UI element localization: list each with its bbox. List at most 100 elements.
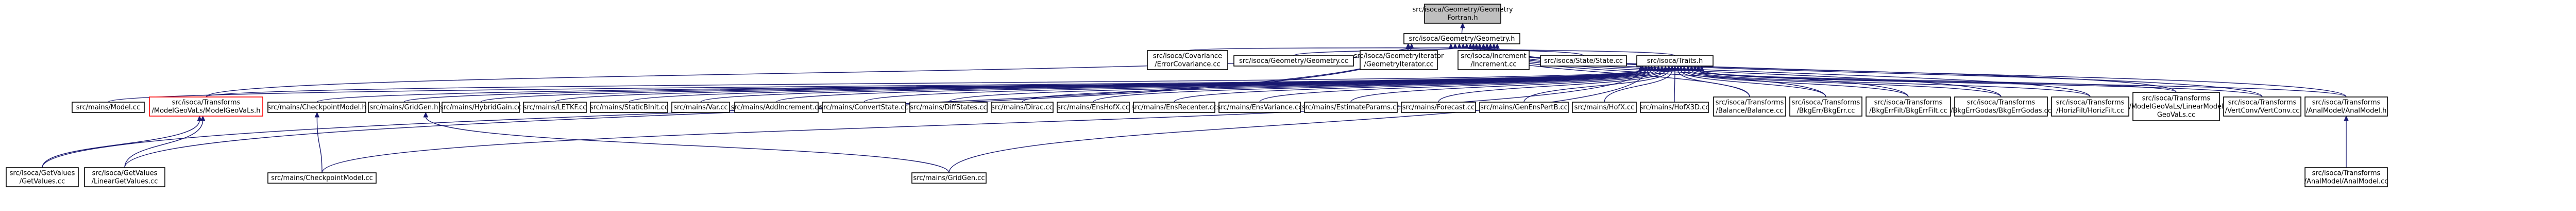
- node-label: src/isoca/Transforms: [1967, 99, 2036, 107]
- node-increment[interactable]: src/isoca/Increment/Increment.cc: [1458, 50, 1530, 70]
- edge-gridgen_h-to-traits: [403, 65, 1643, 103]
- edge-hofx3d-to-traits: [1672, 65, 1677, 103]
- node-diffstates[interactable]: src/mains/DiffStates.cc: [909, 102, 988, 113]
- node-label: src/isoca/GeometryIterator: [1354, 53, 1444, 60]
- node-label: src/mains/CheckpointModel.cc: [271, 174, 373, 182]
- node-vertconv[interactable]: src/isoca/Transforms/VertConv/VertConv.c…: [2223, 96, 2301, 117]
- node-label: Fortran.h: [1447, 14, 1478, 22]
- node-label: /LinearGetValues.cc: [92, 178, 158, 186]
- node-staticbinit[interactable]: src/mains/StaticBInit.cc: [590, 102, 668, 113]
- edge-checkpoint_cc-to-checkpoint_h: [314, 111, 323, 173]
- node-label: src/mains/Var.cc: [673, 104, 727, 111]
- node-label: GeoVaLs.cc: [2157, 111, 2195, 119]
- node-anal-model-cc[interactable]: src/isoca/Transforms/AnalModel/AnalModel…: [2304, 167, 2388, 187]
- node-geometry-cc[interactable]: src/isoca/Geometry/Geometry.cc: [1233, 55, 1354, 67]
- node-label: src/isoca/Transforms: [1874, 99, 1943, 107]
- node-lineargeovals[interactable]: src/isoca/Transforms/ModelGeoVaLs/Linear…: [2129, 92, 2224, 121]
- edge-bkgerr-to-traits: [1678, 65, 1826, 98]
- edge-linear_getvalues-to-transforms_model: [124, 115, 206, 168]
- node-estimateparams[interactable]: src/mains/EstimateParams.cc: [1302, 102, 1400, 113]
- node-ensvariance[interactable]: src/mains/EnsVariance.cc: [1217, 102, 1302, 113]
- edge-getvalues-to-transforms_model: [42, 115, 202, 168]
- node-label: src/isoca/Transforms: [172, 99, 241, 107]
- node-hybridgain[interactable]: src/mains/HybridGain.cc: [440, 102, 521, 113]
- node-dirac[interactable]: src/mains/Dirac.cc: [991, 102, 1054, 113]
- node-label: src/isoca/Transforms: [1792, 99, 1860, 107]
- node-label: src/mains/GridGen.h: [370, 104, 438, 111]
- node-label: src/mains/EnsVariance.cc: [1217, 104, 1302, 111]
- node-anal-model-h[interactable]: src/isoca/Transforms/AnalModel/AnalModel…: [2304, 96, 2388, 117]
- node-traits[interactable]: src/isoca/Traits.h: [1636, 55, 1714, 67]
- node-geometry[interactable]: src/isoca/Geometry/Geometry.h: [1403, 33, 1520, 44]
- node-model-cc[interactable]: src/mains/Model.cc: [72, 102, 145, 113]
- edge-bkgerrgodas-to-traits: [1685, 65, 2002, 98]
- node-var[interactable]: src/mains/Var.cc: [671, 102, 730, 113]
- node-label: src/mains/LETKF.cc: [523, 104, 587, 111]
- node-label: /Balance/Balance.cc: [1716, 107, 1784, 115]
- node-label: src/isoca/Transforms: [2056, 99, 2125, 107]
- node-enshofx[interactable]: src/mains/EnsHofX.cc: [1057, 102, 1130, 113]
- edge-traits-to-geometry: [1468, 43, 1675, 56]
- edge-vertconv-to-traits: [1696, 65, 2263, 98]
- edge-anal_model_h-to-traits: [1699, 65, 2347, 98]
- node-label: src/isoca/Increment: [1461, 53, 1526, 60]
- node-covariance[interactable]: src/isoca/Covariance/ErrorCovariance.cc: [1147, 50, 1228, 70]
- node-label: src/isoca/Transforms: [1716, 99, 1784, 107]
- node-label: src/mains/HybridGain.cc: [440, 104, 521, 111]
- node-label: src/mains/GenEnsPertB.cc: [1480, 104, 1568, 111]
- node-checkpoint-h[interactable]: src/mains/CheckpointModel.h: [267, 102, 366, 113]
- edge-checkpoint_cc-to-traits: [321, 65, 1643, 173]
- node-hofx[interactable]: src/mains/HofX.cc: [1572, 102, 1637, 113]
- node-label: src/mains/CheckpointModel.h: [267, 104, 366, 111]
- node-label: /BkgErrGodas/BkgErrGodas.cc: [1951, 107, 2052, 115]
- edge-estimateparams-to-traits: [1350, 65, 1665, 103]
- node-convertstate[interactable]: src/mains/ConvertState.cc: [820, 102, 908, 113]
- node-ensrecenter[interactable]: src/mains/EnsRecenter.cc: [1131, 102, 1217, 113]
- node-bkgerrfilt[interactable]: src/isoca/Transforms/BkgErrFilt/BkgErrFi…: [1866, 96, 1951, 117]
- node-checkpoint-cc[interactable]: src/mains/CheckpointModel.cc: [267, 172, 377, 184]
- node-label: src/mains/DiffStates.cc: [910, 104, 987, 111]
- node-label: /ModelGeoVaLs/ModelGeoVaLs.h: [152, 107, 261, 115]
- node-label: src/mains/Dirac.cc: [991, 104, 1053, 111]
- node-label: src/isoca/Covariance: [1153, 53, 1222, 60]
- node-geo-iter[interactable]: src/isoca/GeometryIterator/GeometryItera…: [1354, 50, 1444, 70]
- edge-ensrecenter-to-traits: [1174, 65, 1657, 103]
- node-genenspertb[interactable]: src/mains/GenEnsPertB.cc: [1479, 102, 1569, 113]
- node-label: /AnalModel/AnalModel.cc: [2304, 178, 2388, 186]
- node-horizfilt[interactable]: src/isoca/Transforms/HorizFilt/HorizFilt…: [2051, 96, 2129, 117]
- node-forecast[interactable]: src/mains/Forecast.cc: [1401, 102, 1476, 113]
- edge-forecast-to-traits: [1438, 65, 1668, 103]
- node-hofx3d[interactable]: src/mains/HofX3D.cc: [1640, 102, 1709, 113]
- node-label: src/mains/HofX3D.cc: [1640, 104, 1709, 111]
- node-gridgen-cc[interactable]: src/mains/GridGen.cc: [911, 172, 987, 184]
- node-label: /ModelGeoVaLs/LinearModel: [2129, 103, 2223, 111]
- edge-horizfilt-to-traits: [1689, 65, 2091, 98]
- edge-anal_model_cc-to-anal_model_h: [2344, 115, 2349, 168]
- edge-geo_iter-to-geometry: [1398, 43, 1462, 51]
- node-label: src/mains/HofX.cc: [1574, 104, 1635, 111]
- node-label: src/mains/GridGen.cc: [913, 174, 985, 182]
- node-label: /HorizFilt/HorizFilt.cc: [2056, 107, 2124, 115]
- node-label: /GetValues.cc: [20, 178, 65, 186]
- node-gridgen-h[interactable]: src/mains/GridGen.h: [368, 102, 440, 113]
- node-label: src/isoca/GetValues: [92, 170, 158, 177]
- node-label: /VertConv/VertConv.cc: [2225, 107, 2300, 115]
- node-bkgerr[interactable]: src/isoca/Transforms/BkgErr/BkgErr.cc: [1789, 96, 1862, 117]
- node-label: src/mains/Forecast.cc: [1402, 104, 1475, 111]
- node-addincrement[interactable]: src/mains/AddIncrement.cc: [731, 102, 822, 113]
- node-balance[interactable]: src/isoca/Transforms/Balance/Balance.cc: [1713, 96, 1786, 117]
- edge-geometry-to-root: [1460, 22, 1465, 34]
- node-label: src/mains/StaticBInit.cc: [590, 104, 668, 111]
- node-label: src/mains/Model.cc: [76, 104, 140, 111]
- node-label: src/mains/AddIncrement.cc: [731, 104, 822, 111]
- node-bkgerrgodas[interactable]: src/isoca/Transforms/BkgErrGodas/BkgErrG…: [1951, 96, 2052, 117]
- node-getvalues[interactable]: src/isoca/GetValues/GetValues.cc: [6, 167, 79, 187]
- node-linear-getvalues[interactable]: src/isoca/GetValues/LinearGetValues.cc: [84, 167, 165, 187]
- node-letkf[interactable]: src/mains/LETKF.cc: [523, 102, 587, 113]
- node-transforms-model[interactable]: src/isoca/Transforms/ModelGeoVaLs/ModelG…: [149, 96, 263, 117]
- node-label: /BkgErrFilt/BkgErrFilt.cc: [1869, 107, 1947, 115]
- node-state[interactable]: src/isoca/State/State.cc: [1540, 55, 1627, 67]
